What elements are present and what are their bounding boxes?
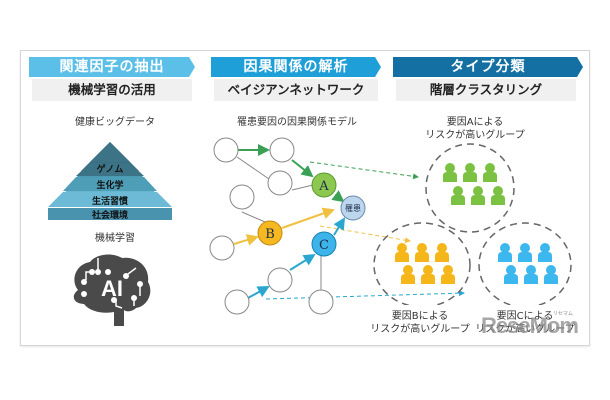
factor-node-b	[257, 220, 283, 246]
risk-groups	[373, 143, 572, 305]
ml-label: 機械学習	[95, 233, 135, 244]
network-node	[269, 137, 295, 163]
column-header-text: タイプ分類	[450, 59, 526, 75]
group-a-people	[443, 163, 505, 205]
column-subheader-extraction: 機械学習の活用	[32, 79, 192, 101]
group-c-people	[498, 243, 558, 284]
group-b-label-line1: 要因Bによる	[391, 311, 449, 322]
arrow-banner-shape	[211, 57, 381, 77]
column-header-text: 因果関係の解析	[243, 59, 349, 75]
network-node	[229, 184, 255, 210]
factor-a-label: A	[318, 179, 329, 194]
resemom-watermark-small: リセマム	[553, 311, 574, 317]
group-c-label-line2: リスクが高いグループ	[475, 324, 575, 335]
network-node	[209, 235, 235, 261]
column-header-extraction: 関連因子の抽出	[29, 57, 195, 77]
column-header-classification: タイプ分類	[393, 57, 583, 77]
disease-node	[340, 195, 366, 221]
group-b-label: 要因Bによる リスクが高いグループ	[365, 310, 475, 336]
factor-c-label: C	[319, 238, 329, 253]
group-b-label-line2: リスクが高いグループ	[370, 324, 470, 335]
bayesian-network: A B C 罹患	[209, 137, 465, 315]
causal-model-label: 罹患要因の因果関係モデル	[237, 117, 357, 128]
factor-node-a	[311, 172, 337, 198]
ai-brain-icon: AI	[73, 254, 151, 326]
column-subheader-causal: ベイジアンネットワーク	[214, 79, 378, 101]
column-subheader-classification: 階層クラスタリング	[396, 79, 576, 101]
factor-b-label: B	[265, 227, 275, 242]
group-b-cluster	[373, 222, 471, 305]
network-node	[224, 289, 250, 315]
data-pyramid-full: ゲノム 生化学 生活習慣 社会環境	[48, 142, 172, 221]
ai-text: AI	[101, 276, 123, 301]
network-node	[267, 170, 293, 196]
pyramid-label-lifestyle: 生活習慣	[92, 195, 128, 207]
pyramid-label-biochem: 生化学	[96, 179, 123, 191]
column-header-text: 関連因子の抽出	[59, 59, 165, 75]
group-c-cluster	[478, 222, 572, 305]
resemom-watermark: ReseMom	[481, 313, 579, 338]
disease-label: 罹患	[345, 203, 361, 213]
pyramid-label-social: 社会環境	[91, 209, 128, 221]
network-node	[213, 137, 239, 163]
network-node	[308, 289, 334, 315]
group-a-label-line2: リスクが高いグループ	[425, 130, 525, 141]
pyramid-label-genome: ゲノム	[97, 163, 124, 175]
factor-node-c	[311, 231, 337, 257]
group-a-label-line1: 要因Aによる	[446, 117, 504, 128]
arrow-banner-shape	[393, 57, 583, 77]
group-b-people	[395, 243, 455, 284]
group-c-label: 要因Cによる リスクが高いグループ	[470, 310, 580, 336]
group-a-cluster	[425, 143, 515, 233]
column-header-causal: 因果関係の解析	[211, 57, 381, 77]
group-a-label: 要因Aによる リスクが高いグループ	[410, 116, 540, 142]
network-node	[267, 267, 293, 293]
group-c-label-line1: 要因Cによる	[496, 311, 554, 322]
arrow-banner-shape	[29, 57, 195, 77]
bigdata-label: 健康ビッグデータ	[75, 117, 155, 128]
